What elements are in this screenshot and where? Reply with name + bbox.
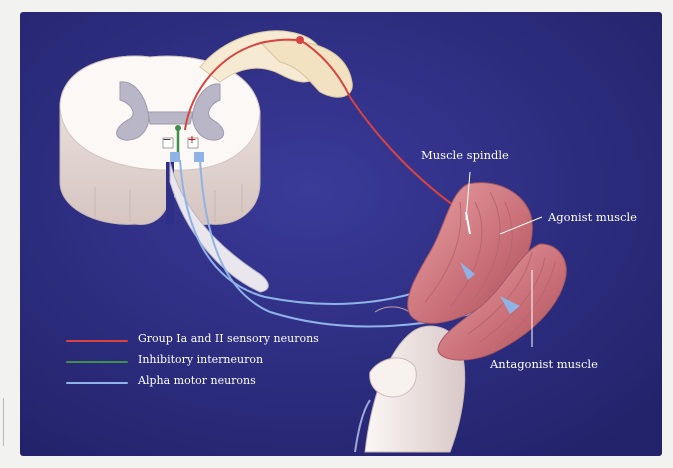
diagram-panel: Muscle spindle Agonist muscle Antagonist… [20, 12, 662, 456]
label-antagonist-muscle: Antagonist muscle [490, 357, 598, 371]
diagram-illustration [20, 12, 662, 456]
legend-label-inhibitory: Inhibitory interneuron [138, 353, 263, 366]
legend-swatch-sensory [66, 340, 128, 342]
legend-label-sensory: Group Ia and II sensory neurons [138, 332, 319, 345]
legend-swatch-motor [66, 382, 128, 384]
label-muscle-spindle: Muscle spindle [421, 148, 509, 162]
inhibitory-sign: − [162, 133, 172, 146]
legend-swatch-inhibitory [66, 361, 128, 363]
spinal-cord [60, 56, 260, 224]
legend-label-motor: Alpha motor neurons [138, 374, 256, 387]
label-agonist-muscle: Agonist muscle [548, 210, 637, 224]
page-edge-mark [2, 398, 6, 446]
excitatory-sign: + [187, 133, 197, 146]
